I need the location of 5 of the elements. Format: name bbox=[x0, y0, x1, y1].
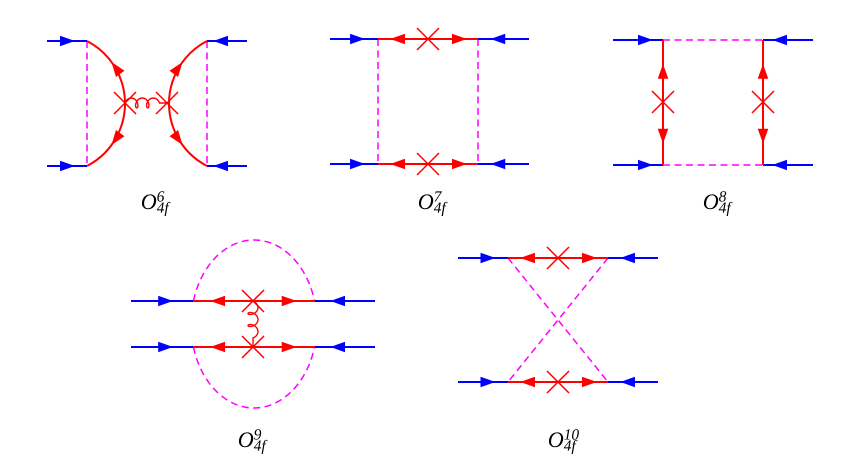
operator-label: O$^{8}$4f bbox=[704, 191, 732, 216]
operator-label: O$^{7}$4f bbox=[418, 191, 448, 216]
operator-label: O$^{6}$4f bbox=[142, 191, 170, 216]
operator-label: O$^{9}$4f bbox=[238, 429, 268, 454]
operator-label: O$^{10}$4f bbox=[548, 429, 579, 454]
